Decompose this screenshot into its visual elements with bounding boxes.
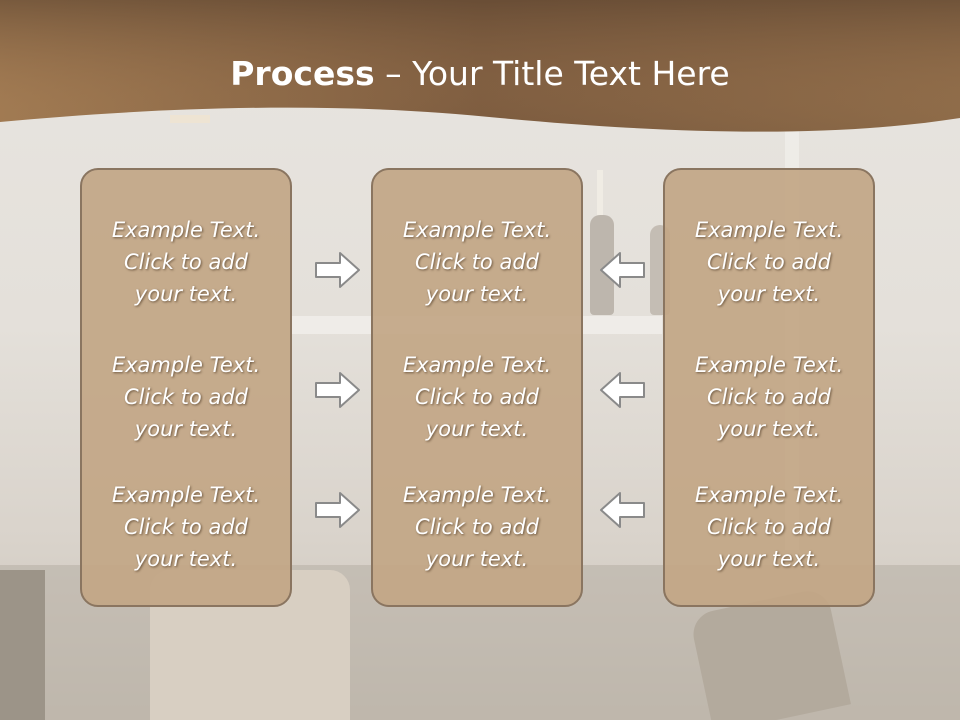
background-lamp <box>170 115 210 123</box>
process-box-center[interactable]: Example Text. Click to add your text. Ex… <box>371 168 583 607</box>
arrow-left-icon <box>600 492 645 528</box>
text-placeholder[interactable]: Example Text. Click to add your text. <box>694 353 844 441</box>
header-banner <box>0 0 960 132</box>
text-placeholder[interactable]: Example Text. Click to add your text. <box>111 353 261 441</box>
arrow-right-icon <box>315 372 360 408</box>
text-placeholder[interactable]: Example Text. Click to add your text. <box>111 483 261 571</box>
text-placeholder[interactable]: Example Text. Click to add your text. <box>402 353 552 441</box>
arrow-right-icon <box>315 492 360 528</box>
process-box-right[interactable]: Example Text. Click to add your text. Ex… <box>663 168 875 607</box>
slide-title-rest: – Your Title Text Here <box>374 54 730 93</box>
arrow-left-icon <box>600 372 645 408</box>
text-placeholder[interactable]: Example Text. Click to add your text. <box>111 218 261 306</box>
text-placeholder[interactable]: Example Text. Click to add your text. <box>694 218 844 306</box>
text-placeholder[interactable]: Example Text. Click to add your text. <box>694 483 844 571</box>
background-candle <box>597 170 603 215</box>
slide-title-bold: Process <box>230 54 375 93</box>
text-placeholder[interactable]: Example Text. Click to add your text. <box>402 218 552 306</box>
background-pillow <box>0 570 45 720</box>
slide-title[interactable]: Process – Your Title Text Here <box>0 52 960 96</box>
arrow-left-icon <box>600 252 645 288</box>
arrow-right-icon <box>315 252 360 288</box>
process-box-left[interactable]: Example Text. Click to add your text. Ex… <box>80 168 292 607</box>
text-placeholder[interactable]: Example Text. Click to add your text. <box>402 483 552 571</box>
